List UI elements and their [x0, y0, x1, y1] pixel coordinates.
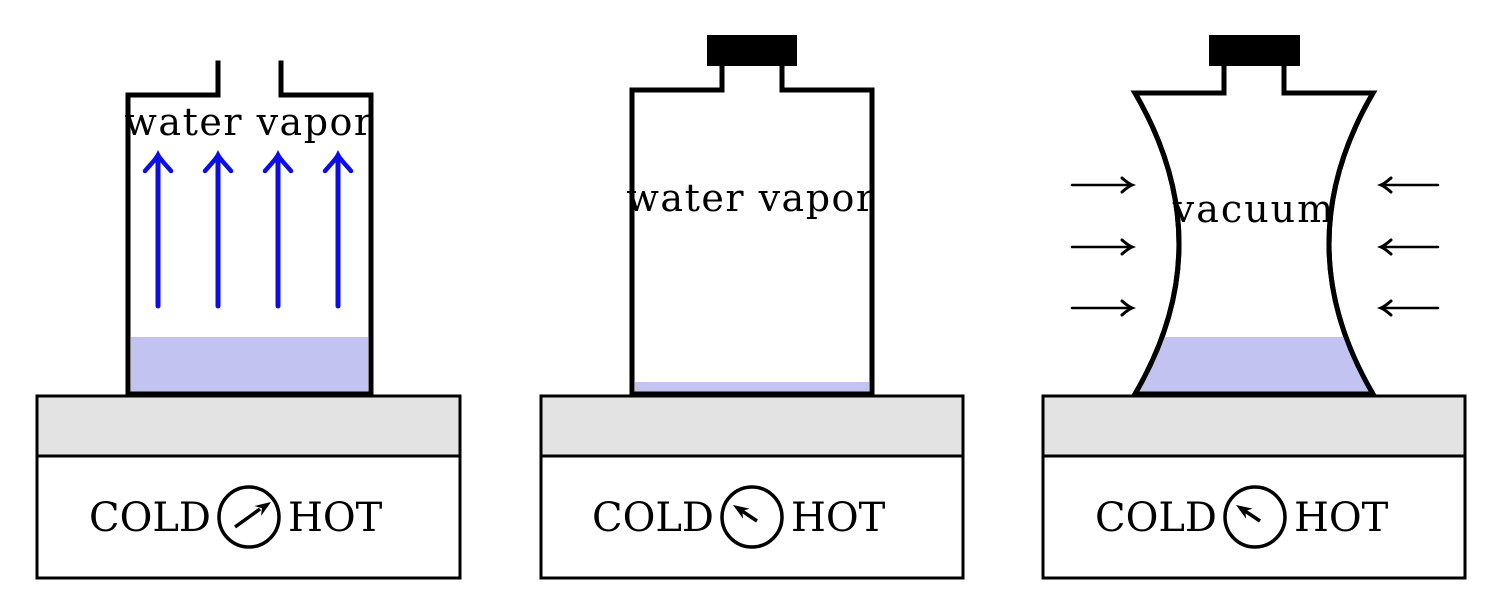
left-arrow-icon — [1376, 299, 1440, 317]
hotplate-top-surface — [35, 394, 462, 458]
dial-needle — [233, 502, 271, 529]
dial-needle-line — [233, 507, 262, 529]
up-arrow-icon — [322, 149, 354, 309]
container-label: water vapor — [124, 100, 373, 144]
dial-cold-label: COLD — [592, 495, 714, 541]
water-liquid — [635, 382, 869, 392]
stopper-cap — [1209, 35, 1300, 66]
stopper-cap — [707, 35, 797, 66]
dial-cold-label: COLD — [89, 495, 211, 541]
vapor-arrows — [142, 149, 354, 309]
pressure-arrow-head — [1376, 176, 1393, 194]
vapor-arrow-head — [322, 149, 354, 174]
vapor-arrow-head — [142, 149, 174, 174]
pressure-arrow-head — [1376, 238, 1393, 256]
container-outline-overlay — [125, 60, 374, 397]
pressure-arrow-head — [1120, 238, 1137, 256]
right-arrow-icon — [1070, 176, 1137, 194]
dial-hot-label: HOT — [791, 495, 886, 541]
panel-crushed-vacuum: vacuum COLD HOT — [1041, 35, 1467, 580]
dial-needle-arrowhead-icon — [733, 505, 750, 519]
dial-needle-line — [1244, 509, 1261, 523]
vapor-arrow-head — [262, 149, 294, 174]
temperature-dial — [720, 485, 784, 549]
dial-cold-label: COLD — [1095, 495, 1217, 541]
panel-labels: water vapor COLD HOT — [89, 100, 383, 541]
water-liquid — [1135, 337, 1373, 394]
right-arrow-icon — [1070, 299, 1137, 317]
pressure-arrows — [1070, 176, 1440, 317]
right-arrow-icon — [1070, 238, 1137, 256]
hotplate-top-surface — [539, 394, 965, 458]
container-outline — [629, 63, 875, 397]
hotplate-top-surface — [1041, 394, 1467, 458]
dial-needle-arrowhead-icon — [1236, 505, 1253, 519]
temperature-dial — [217, 485, 281, 549]
hotplate — [539, 394, 965, 580]
container-label: vacuum — [1172, 187, 1335, 231]
pressure-arrow-head — [1120, 299, 1137, 317]
vapor-arrow-head — [202, 149, 234, 174]
dial-needle-line — [741, 509, 758, 523]
dial-needle — [733, 505, 758, 523]
pressure-arrow-head — [1120, 176, 1137, 194]
panel-boiling-open: water vapor COLD HOT — [35, 60, 462, 580]
panel-labels: water vapor COLD HOT — [592, 176, 886, 541]
dial-hot-label: HOT — [1294, 495, 1389, 541]
up-arrow-icon — [262, 149, 294, 309]
container-label: water vapor — [626, 176, 875, 220]
container-outline-overlay — [629, 63, 875, 397]
left-arrow-icon — [1376, 176, 1440, 194]
dial-needle — [1236, 505, 1261, 523]
panel-sealed-cooling: water vapor COLD HOT — [539, 35, 965, 580]
temperature-dial — [1223, 485, 1287, 549]
water-liquid — [131, 337, 368, 392]
left-arrow-icon — [1376, 238, 1440, 256]
hotplate — [35, 394, 462, 580]
up-arrow-icon — [202, 149, 234, 309]
dial-needle-arrowhead-icon — [254, 502, 271, 516]
container-outline-overlay — [1130, 63, 1378, 397]
dial-hot-label: HOT — [288, 495, 383, 541]
pressure-arrow-head — [1376, 299, 1393, 317]
up-arrow-icon — [142, 149, 174, 309]
panel-labels: vacuum COLD HOT — [1095, 187, 1389, 541]
